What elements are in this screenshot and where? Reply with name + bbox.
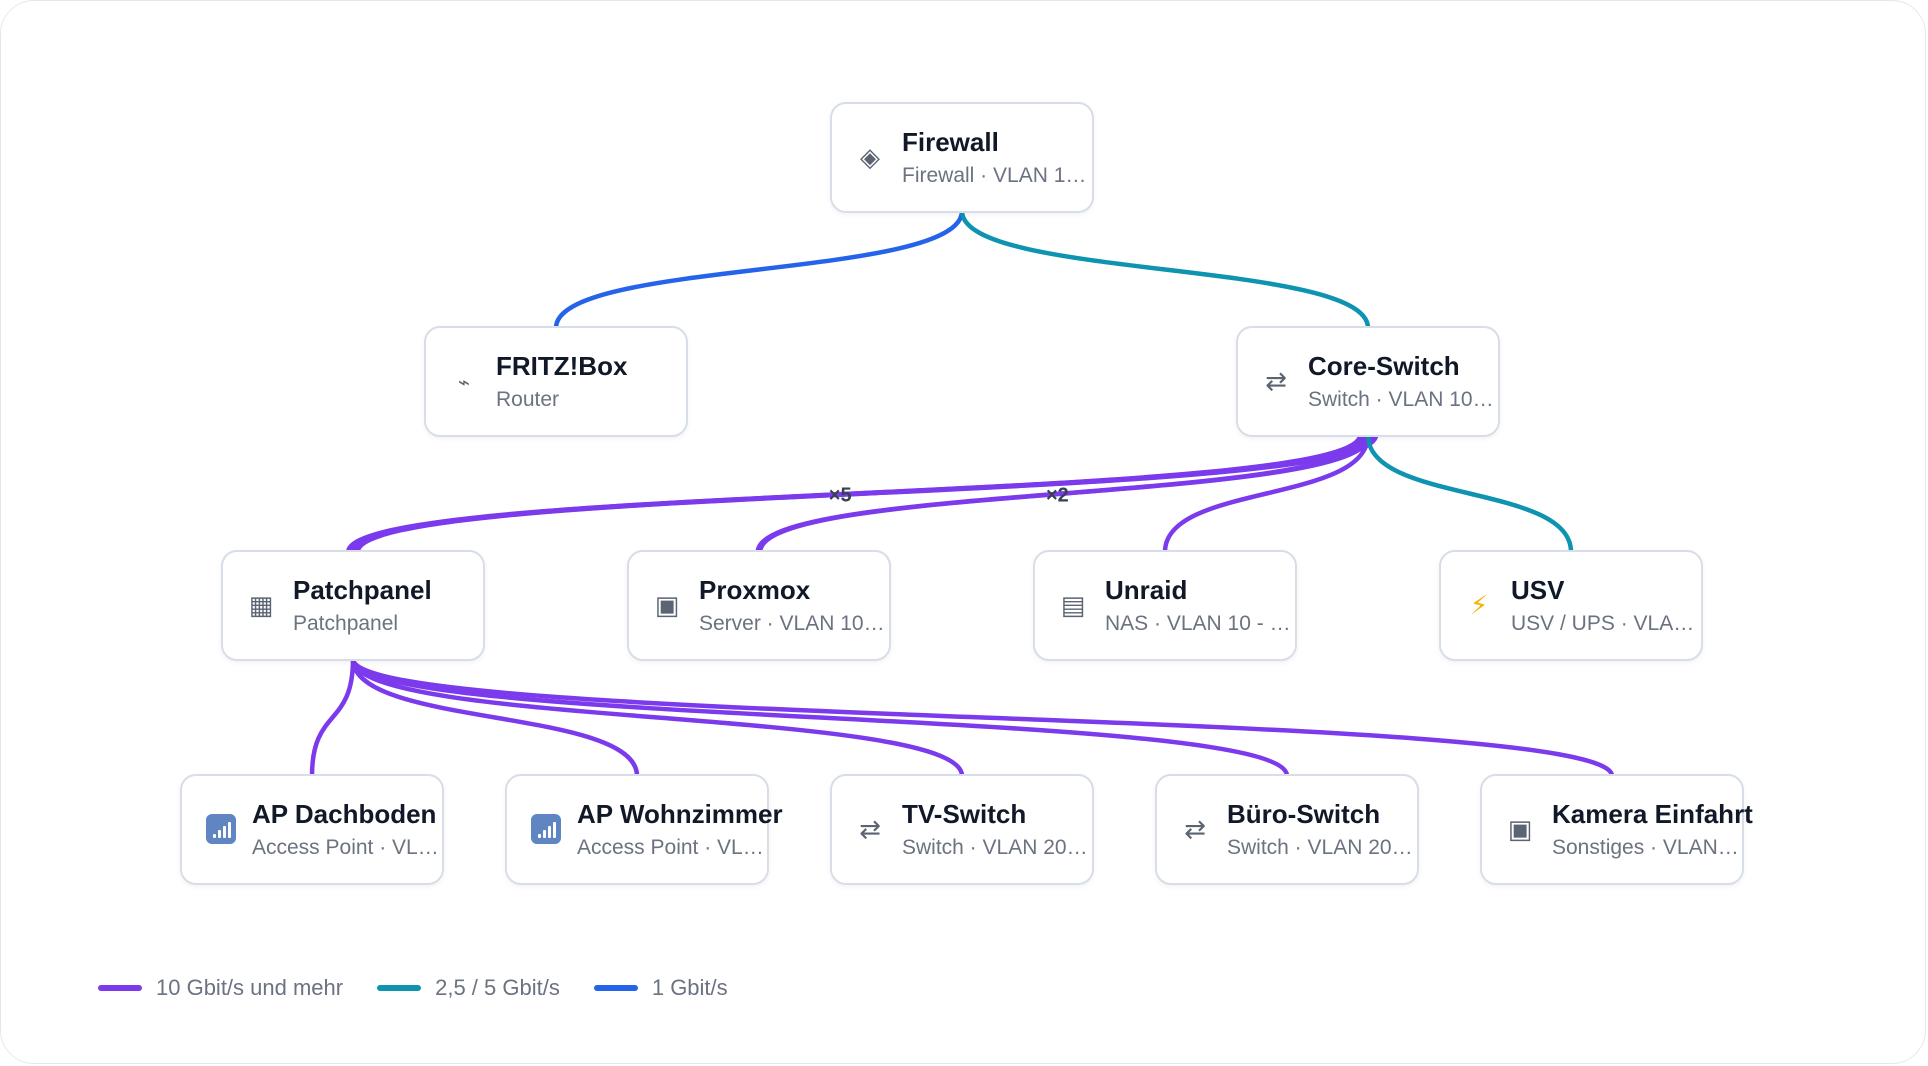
link-patchpanel-tvsw — [350, 656, 965, 779]
node-title: Patchpanel — [293, 575, 432, 605]
link-core-proxmox-2 — [757, 432, 1373, 555]
node-title: AP Dachboden — [252, 799, 437, 829]
node-ap-wohnzimmer[interactable]: AP Wohnzimmer Access Point · VLAN... — [505, 774, 783, 885]
node-subtitle: Firewall · VLAN 10 ... — [902, 164, 1090, 187]
server-icon: ▣ — [654, 590, 680, 621]
router-icon: ⌁ — [457, 369, 471, 394]
node-subtitle: Switch · VLAN 20 - ... — [902, 836, 1090, 859]
node-title: Firewall — [902, 127, 999, 157]
node-tv-switch[interactable]: ⇄ TV-Switch Switch · VLAN 20 - ... — [830, 774, 1094, 885]
link-firewall-core — [959, 208, 1371, 331]
node-title: Core-Switch — [1308, 351, 1460, 381]
legend-swatch — [98, 985, 142, 991]
link-patchpanel-ap2 — [350, 656, 640, 779]
node-kamera-einfahrt[interactable]: ▣ Kamera Einfahrt Sonstiges · VLAN 40... — [1480, 774, 1753, 885]
link-core-usv — [1365, 432, 1574, 555]
node-subtitle: Router — [496, 388, 560, 411]
node-firewall[interactable]: ◈ Firewall Firewall · VLAN 10 ... — [830, 102, 1094, 213]
node-subtitle: Sonstiges · VLAN 40... — [1552, 836, 1740, 859]
node-subtitle: Access Point · VLAN... — [577, 836, 765, 859]
legend-item-10g: 10 Gbit/s und mehr — [98, 975, 343, 1001]
node-unraid[interactable]: ▤ Unraid NAS · VLAN 10 - Ser... — [1033, 550, 1297, 661]
node-subtitle: Server · VLAN 10 - ... — [699, 612, 887, 635]
link-patchpanel-ap1 — [309, 656, 356, 779]
link-firewall-fritzbox — [553, 208, 965, 331]
link-count-label: ×2 — [1046, 485, 1069, 507]
node-subtitle: Access Point · VLAN... — [252, 836, 440, 859]
node-subtitle: USV / UPS · VLAN 10... — [1511, 612, 1699, 635]
node-patchpanel[interactable]: ▦ Patchpanel Patchpanel — [221, 550, 485, 661]
switch-arrows-icon: ⇄ — [859, 814, 881, 845]
link-count-label: ×5 — [829, 485, 852, 507]
node-subtitle: NAS · VLAN 10 - Ser... — [1105, 612, 1293, 635]
node-title: Kamera Einfahrt — [1552, 799, 1753, 829]
legend-swatch — [377, 985, 422, 991]
node-subtitle: Switch · VLAN 10 - ... — [1308, 388, 1496, 411]
link-core-patchpanel-5 — [355, 432, 1379, 555]
legend-label: 1 Gbit/s — [651, 975, 728, 1000]
speed-legend: 10 Gbit/s und mehr 2,5 / 5 Gbit/s 1 Gbit… — [98, 975, 762, 1001]
lightning-icon: ⚡ — [1469, 590, 1489, 621]
node-title: Proxmox — [699, 575, 811, 605]
node-subtitle: Switch · VLAN 20 - ... — [1227, 836, 1415, 859]
node-buero-switch[interactable]: ⇄ Büro-Switch Switch · VLAN 20 - ... — [1155, 774, 1419, 885]
link-patchpanel-buero — [350, 656, 1290, 779]
node-title: TV-Switch — [902, 799, 1027, 829]
legend-swatch — [593, 985, 638, 991]
node-subtitle: Patchpanel — [293, 612, 399, 635]
link-patchpanel-kamera — [350, 656, 1615, 779]
diamond-icon: ◈ — [860, 142, 880, 173]
legend-label: 2,5 / 5 Gbit/s — [435, 975, 560, 1000]
node-core-switch[interactable]: ⇄ Core-Switch Switch · VLAN 10 - ... — [1236, 326, 1500, 437]
link-core-unraid — [1162, 432, 1371, 555]
node-fritzbox[interactable]: ⌁ FRITZ!Box Router — [424, 326, 688, 437]
access-point-icon — [206, 814, 236, 844]
node-title: AP Wohnzimmer — [577, 799, 783, 829]
node-title: FRITZ!Box — [496, 351, 628, 381]
node-title: Büro-Switch — [1227, 799, 1381, 829]
switch-arrows-icon: ⇄ — [1184, 814, 1206, 845]
node-title: Unraid — [1105, 575, 1188, 605]
patchpanel-grid-icon: ▦ — [248, 590, 274, 621]
legend-label: 10 Gbit/s und mehr — [156, 975, 344, 1000]
device-icon: ▣ — [1507, 814, 1533, 845]
node-title: USV — [1511, 575, 1565, 605]
switch-arrows-icon: ⇄ — [1265, 366, 1287, 397]
node-usv[interactable]: ⚡ USV USV / UPS · VLAN 10... — [1439, 550, 1703, 661]
access-point-icon — [531, 814, 561, 844]
legend-item-2-5g: 2,5 / 5 Gbit/s — [377, 975, 560, 1001]
legend-item-1g: 1 Gbit/s — [593, 975, 728, 1001]
node-ap-dachboden[interactable]: AP Dachboden Access Point · VLAN... — [180, 774, 444, 885]
node-proxmox[interactable]: ▣ Proxmox Server · VLAN 10 - ... — [627, 550, 891, 661]
nas-icon: ▤ — [1060, 590, 1086, 621]
